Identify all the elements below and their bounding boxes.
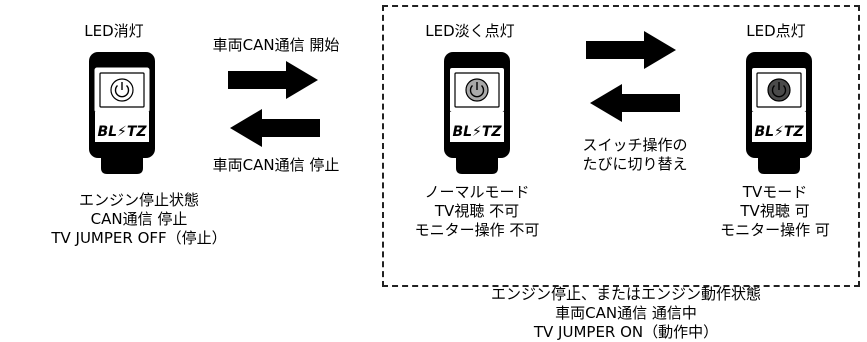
- right-state-caption: TVモード TV視聴 可 モニター操作 可: [685, 183, 865, 240]
- led-off-power-icon: [110, 78, 134, 102]
- can-start-label: 車両CAN通信 開始: [212, 36, 340, 54]
- right-caption-line-1: TVモード: [742, 183, 808, 201]
- middle-caption-line-3: モニター操作 不可: [414, 221, 540, 239]
- middle-state-caption: ノーマルモード TV視聴 不可 モニター操作 不可: [377, 183, 577, 240]
- left-state-caption: エンジン停止状態 CAN通信 停止 TV JUMPER OFF（停止）: [39, 191, 239, 248]
- left-state-title: LED消灯: [84, 22, 144, 40]
- led-on-power-icon: [767, 78, 791, 102]
- toggle-left-arrow-icon: [590, 82, 682, 124]
- led-dim-power-icon: [465, 78, 489, 102]
- left-caption-line-1: エンジン停止状態: [78, 191, 199, 209]
- can-stop-label: 車両CAN通信 停止: [212, 156, 340, 174]
- right-state-title: LED点灯: [746, 22, 806, 40]
- led-dim-brand-logo: BL⚡TZ: [452, 124, 502, 140]
- bottom-caption-line-3: TV JUMPER ON（動作中）: [533, 323, 719, 341]
- right-arrow-icon: [228, 59, 320, 101]
- toggle-right-arrow-icon: [586, 29, 678, 71]
- middle-caption-line-2: TV視聴 不可: [434, 202, 520, 220]
- middle-state-title: LED淡く点灯: [425, 22, 515, 40]
- device-led-dim: BL⚡TZ: [442, 50, 512, 175]
- right-caption-line-3: モニター操作 可: [720, 221, 830, 239]
- switch-toggle-label: スイッチ操作の たびに切り替え: [555, 136, 715, 174]
- device-led-off: BL⚡TZ: [87, 50, 157, 175]
- bottom-caption: エンジン停止、またはエンジン動作状態 車両CAN通信 通信中 TV JUMPER…: [436, 285, 816, 342]
- led-on-brand-logo: BL⚡TZ: [754, 124, 804, 140]
- left-caption-line-3: TV JUMPER OFF（停止）: [51, 229, 227, 247]
- bottom-caption-line-2: 車両CAN通信 通信中: [555, 304, 697, 322]
- middle-caption-line-1: ノーマルモード: [424, 183, 530, 201]
- switch-label-line-1: スイッチ操作の: [582, 136, 688, 154]
- left-caption-line-2: CAN通信 停止: [90, 210, 188, 228]
- device-led-on: BL⚡TZ: [744, 50, 814, 175]
- switch-label-line-2: たびに切り替え: [582, 155, 688, 173]
- bottom-caption-line-1: エンジン停止、またはエンジン動作状態: [490, 285, 761, 303]
- right-caption-line-2: TV視聴 可: [740, 202, 810, 220]
- left-arrow-icon: [230, 107, 322, 149]
- led-off-brand-logo: BL⚡TZ: [97, 124, 147, 140]
- can-active-group: [382, 5, 860, 287]
